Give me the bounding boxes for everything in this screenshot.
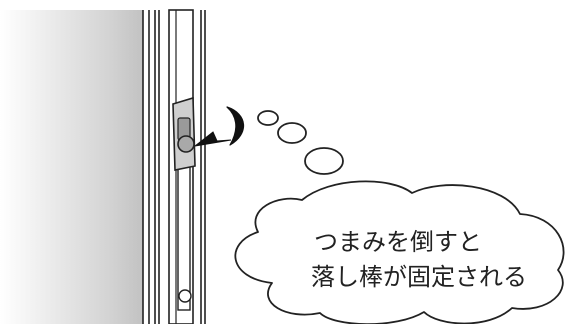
bubble-line-1: つまみを倒すと — [314, 228, 482, 256]
door-panel — [0, 10, 143, 324]
drop-rod — [177, 149, 191, 311]
speech-cloud — [234, 180, 565, 324]
tilt-arrow-head — [194, 131, 232, 147]
door-frame-rails — [142, 10, 206, 324]
drop-rod-bottom-hole — [178, 289, 192, 303]
thought-trail — [257, 110, 344, 175]
thought-dot-small — [257, 110, 279, 126]
thought-dot-medium — [277, 122, 307, 144]
tilt-motion-arrow — [226, 106, 245, 146]
thought-dot-large — [304, 147, 344, 175]
bubble-line-2: 落し棒が固定される — [311, 263, 527, 291]
latch-knob — [177, 135, 195, 153]
